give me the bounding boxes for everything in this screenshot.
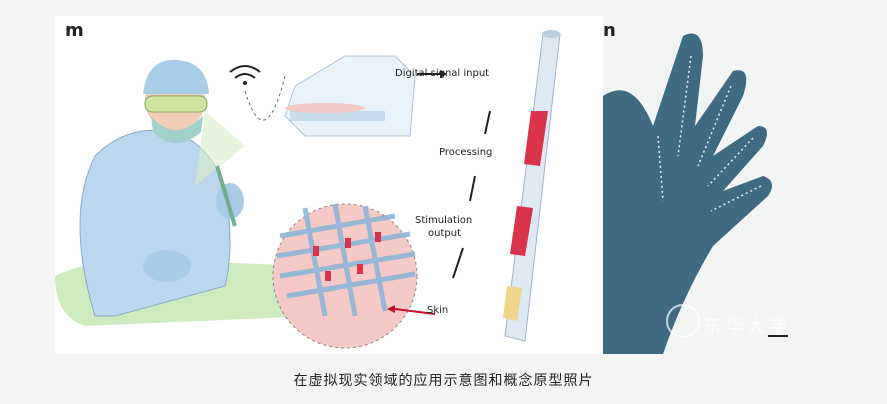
wifi-icon	[229, 65, 261, 79]
instrument	[215, 165, 237, 227]
panel-label-m: m	[65, 20, 84, 41]
figure-caption: 在虚拟现实领域的应用示意图和概念原型照片	[293, 373, 594, 389]
label-processing: Processing	[439, 147, 493, 158]
glove-hand-2	[143, 250, 191, 282]
glove-photo	[603, 33, 788, 354]
vr-surgery-illustration	[55, 30, 561, 349]
watermark: 东华大学	[703, 316, 791, 337]
university-seal	[666, 304, 700, 338]
label-output: output	[428, 228, 461, 239]
surgical-cap	[143, 59, 209, 94]
fiber-stimulator-2	[510, 206, 533, 256]
goggles	[144, 95, 208, 113]
label-skin: Skin	[427, 305, 449, 316]
panel-label-n: n	[603, 20, 616, 41]
label-digital-signal-input: Digital signal input	[395, 68, 490, 79]
virtual-patient	[285, 103, 365, 113]
vr-beam	[195, 111, 245, 186]
fiber-stimulator-1	[524, 111, 548, 166]
mask	[151, 116, 203, 143]
label-stimulation: Stimulation	[415, 215, 473, 226]
knitted-glove	[603, 33, 772, 354]
panel-n-photo: n 东华大学	[603, 16, 800, 354]
panel-m-illustration: m	[55, 16, 603, 354]
figure: m	[55, 16, 800, 354]
fiber-electrode	[503, 286, 522, 321]
